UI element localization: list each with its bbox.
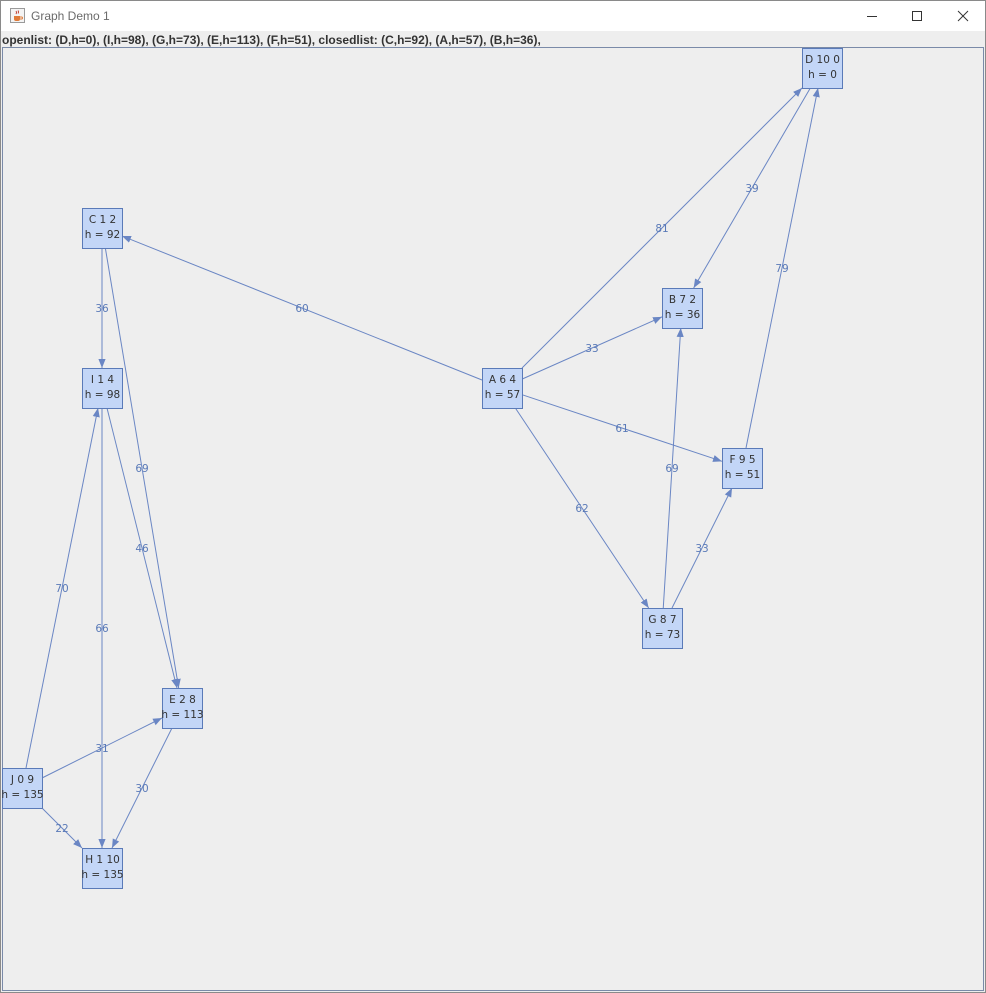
nodes-layer: D 10 0 h = 0 C 1 2 h = 92 B 7 2 h = 36 I 1 4 h … <box>1 48 843 889</box>
node-B[interactable]: B 7 2 h = 36 <box>662 288 703 329</box>
node-C[interactable]: C 1 2 h = 92 <box>82 208 123 249</box>
node-heuristic: h = 0 <box>808 69 837 81</box>
node-A[interactable]: A 6 4 h = 57 <box>482 368 523 409</box>
edge-I-E <box>106 407 179 689</box>
edge-weight-A-D: 81 <box>655 223 668 235</box>
edge-D-B <box>693 87 811 289</box>
edge-J-H <box>41 807 83 849</box>
title-bar[interactable]: Graph Demo 1 <box>1 1 985 31</box>
edge-weight-F-D: 79 <box>775 263 788 275</box>
java-cup-icon <box>10 8 25 23</box>
node-label: F 9 5 <box>729 454 755 466</box>
node-label: B 7 2 <box>669 294 696 306</box>
edge-weight-A-C: 60 <box>295 303 308 315</box>
node-heuristic: h = 51 <box>725 469 761 481</box>
node-box <box>642 608 683 649</box>
node-label: I 1 4 <box>91 374 114 386</box>
node-box <box>2 768 43 809</box>
edge-weight-J-I: 70 <box>55 583 68 595</box>
node-heuristic: h = 98 <box>85 389 121 401</box>
edge-A-D <box>521 87 803 369</box>
node-box <box>802 48 843 89</box>
node-heuristic: h = 135 <box>81 869 123 881</box>
node-box <box>162 688 203 729</box>
node-box <box>82 368 123 409</box>
node-box <box>722 448 763 489</box>
node-box <box>482 368 523 409</box>
node-F[interactable]: F 9 5 h = 51 <box>722 448 763 489</box>
edge-weight-E-H: 30 <box>135 783 148 795</box>
edge-weight-G-B: 69 <box>665 463 678 475</box>
close-button[interactable] <box>940 1 986 31</box>
edge-A-F <box>521 394 723 462</box>
minimize-icon <box>867 16 877 17</box>
edge-weight-C-E: 69 <box>135 463 148 475</box>
node-D[interactable]: D 10 0 h = 0 <box>802 48 843 89</box>
node-H[interactable]: H 1 10 h = 135 <box>81 848 124 889</box>
node-E[interactable]: E 2 8 h = 113 <box>161 688 204 729</box>
maximize-icon <box>912 11 922 21</box>
edge-weight-A-B: 33 <box>585 343 598 355</box>
node-heuristic: h = 135 <box>1 789 43 801</box>
edge-C-E <box>104 247 181 689</box>
open-closed-list-status: openlist: (D,h=0), (I,h=98), (G,h=73), (… <box>2 33 541 47</box>
node-box <box>662 288 703 329</box>
edge-weight-G-F: 33 <box>695 543 708 555</box>
node-label: H 1 10 <box>85 854 120 866</box>
edge-G-B <box>662 327 684 609</box>
node-heuristic: h = 113 <box>161 709 203 721</box>
edge-A-B <box>521 316 663 380</box>
edge-weight-C-I: 36 <box>95 303 109 315</box>
edge-weight-I-E: 46 <box>135 543 149 555</box>
node-label: G 8 7 <box>648 614 676 626</box>
close-icon <box>957 10 969 22</box>
window-title: Graph Demo 1 <box>31 9 110 23</box>
node-J[interactable]: J 0 9 h = 135 <box>1 768 44 809</box>
edge-G-F <box>671 487 733 609</box>
graph-canvas-frame <box>2 47 984 991</box>
node-G[interactable]: G 8 7 h = 73 <box>642 608 683 649</box>
node-heuristic: h = 36 <box>665 309 701 321</box>
node-box <box>82 208 123 249</box>
edge-E-H <box>111 727 173 849</box>
node-label: C 1 2 <box>89 214 116 226</box>
node-label: D 10 0 <box>805 54 840 66</box>
edges-layer: 60 81 33 61 62 39 79 69 33 36 69 46 66 70 31 22 30 <box>25 87 820 849</box>
node-box <box>82 848 123 889</box>
edge-weight-D-B: 39 <box>745 183 758 195</box>
node-label: A 6 4 <box>489 374 517 386</box>
maximize-button[interactable] <box>894 1 940 31</box>
node-label: J 0 9 <box>10 774 34 786</box>
edge-A-G <box>514 407 650 609</box>
edge-J-I <box>25 407 100 769</box>
node-heuristic: h = 92 <box>85 229 121 241</box>
minimize-button[interactable] <box>849 1 895 31</box>
edge-weight-I-H: 66 <box>95 623 109 635</box>
edge-weight-A-G: 62 <box>575 503 588 515</box>
edge-weight-A-F: 61 <box>615 423 628 435</box>
node-label: E 2 8 <box>169 694 196 706</box>
node-heuristic: h = 57 <box>485 389 521 401</box>
edge-weight-J-E: 31 <box>95 743 108 755</box>
node-I[interactable]: I 1 4 h = 98 <box>82 368 123 409</box>
node-heuristic: h = 73 <box>645 629 681 641</box>
edge-F-D <box>745 87 820 449</box>
edge-J-E <box>41 717 163 779</box>
edge-weight-J-H: 22 <box>55 823 68 835</box>
edge-A-C <box>121 235 483 381</box>
